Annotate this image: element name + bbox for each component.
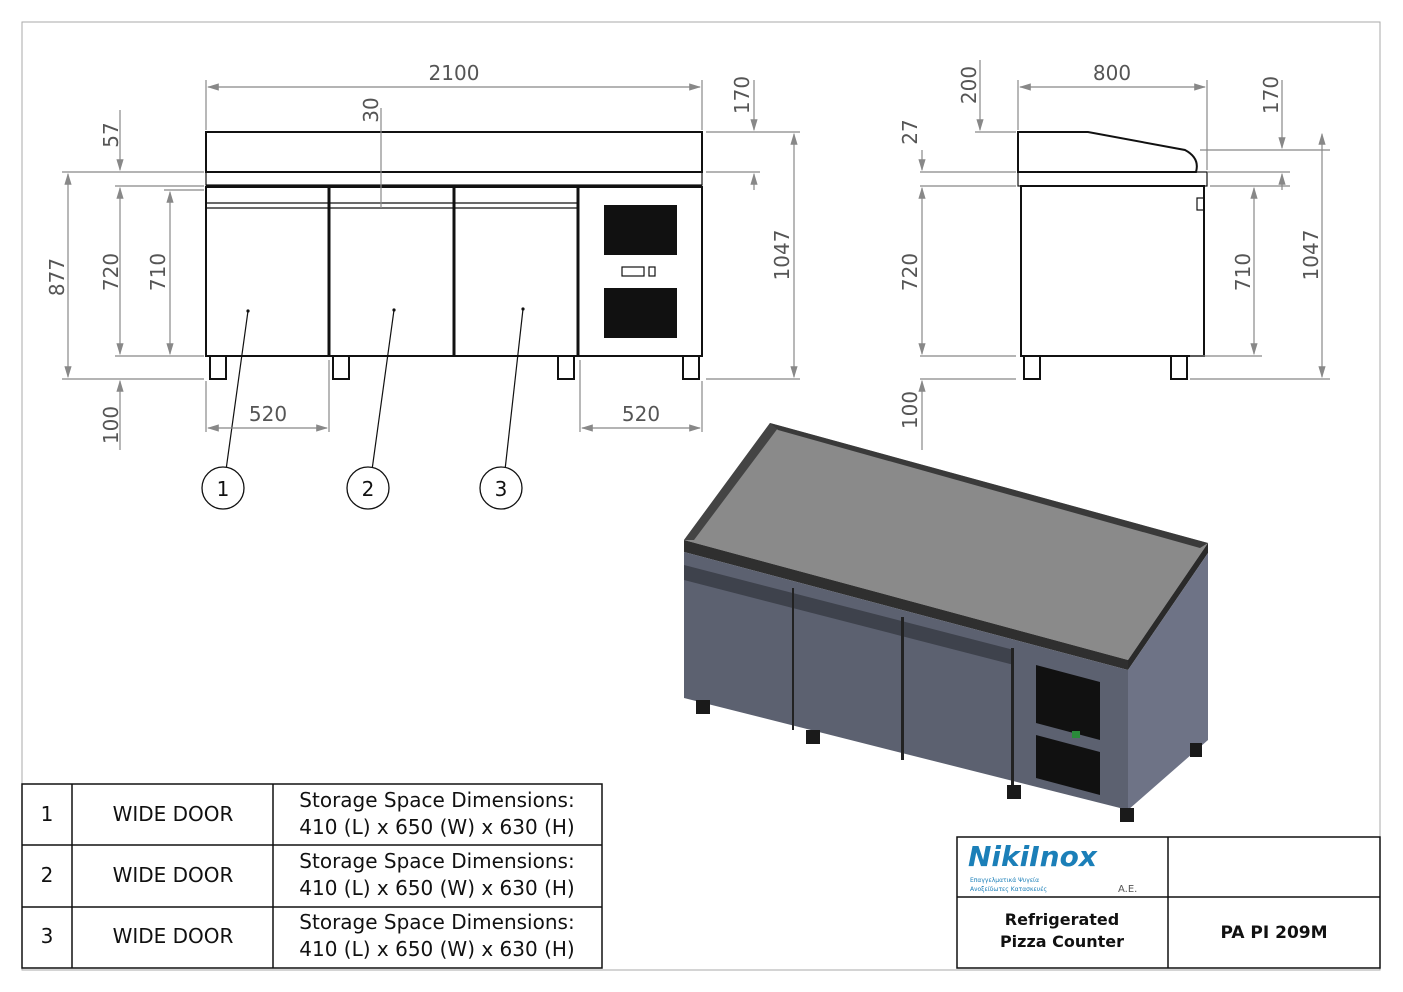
svg-text:410 (L) x 650 (W) x 630 (H): 410 (L) x 650 (W) x 630 (H): [299, 876, 574, 900]
svg-text:3: 3: [41, 924, 54, 948]
table-row: 3 WIDE DOOR Storage Space Dimensions: 41…: [41, 910, 575, 961]
svg-text:Ανοξείδωτες Κατασκευές: Ανοξείδωτες Κατασκευές: [970, 886, 1047, 893]
svg-text:2: 2: [41, 863, 54, 887]
svg-text:Storage Space Dimensions:: Storage Space Dimensions:: [299, 849, 574, 873]
dim-side-height-720: 720: [898, 253, 922, 291]
svg-text:2: 2: [362, 477, 375, 501]
dim-side-170: 170: [1259, 76, 1283, 114]
side-view: 800 200 27 720 100 170 710 1047: [898, 60, 1330, 450]
drawing-frame: [21, 21, 1381, 971]
dim-door-width: 520: [249, 402, 287, 426]
svg-text:WIDE DOOR: WIDE DOOR: [113, 802, 234, 826]
dim-height-877: 877: [45, 258, 69, 296]
title-block: NikiInox Επαγγελματικά Ψυγεία Ανοξείδωτε…: [956, 836, 1381, 969]
power-switch: [648, 266, 656, 277]
callout-3: 3: [479, 466, 523, 510]
dim-upstand-200: 200: [957, 66, 981, 104]
front-view: 1 2 3 2100 30 57 877 720 710 100 520 520…: [45, 61, 800, 510]
svg-text:1: 1: [217, 477, 230, 501]
callout-2: 2: [346, 466, 390, 510]
svg-text:NikiInox: NikiInox: [968, 840, 1098, 873]
vent-grille-top: [604, 205, 677, 255]
dim-height-720: 720: [99, 253, 123, 291]
dim-total-height: 1047: [770, 230, 794, 281]
svg-text:WIDE DOOR: WIDE DOOR: [113, 863, 234, 887]
model-code: PA PI 209M: [1220, 923, 1327, 943]
dim-height-710: 710: [146, 253, 170, 291]
dim-side-legs: 100: [898, 391, 922, 429]
dim-top-gap: 30: [359, 97, 383, 122]
svg-text:3: 3: [495, 477, 508, 501]
company-logo: NikiInox Επαγγελματικά Ψυγεία Ανοξείδωτε…: [968, 840, 1137, 895]
isometric-view: [684, 423, 1208, 822]
svg-text:Storage Space Dimensions:: Storage Space Dimensions:: [299, 910, 574, 934]
dim-total-width: 2100: [429, 61, 480, 85]
dim-side-total-height: 1047: [1299, 230, 1323, 281]
dim-side-height-710: 710: [1231, 253, 1255, 291]
dim-upstand: 57: [99, 122, 123, 147]
vent-grille-bottom: [604, 288, 677, 338]
product-name-line2: Pizza Counter: [1000, 932, 1124, 951]
control-display: [621, 266, 645, 277]
dim-top-27: 27: [898, 119, 922, 144]
dim-legs: 100: [99, 406, 123, 444]
table-row: 2 WIDE DOOR Storage Space Dimensions: 41…: [41, 849, 575, 900]
svg-text:Επαγγελματικά Ψυγεία: Επαγγελματικά Ψυγεία: [970, 877, 1039, 884]
parts-table: 1 WIDE DOOR Storage Space Dimensions: 41…: [21, 783, 603, 969]
callout-1: 1: [201, 466, 245, 510]
dim-depth: 800: [1093, 61, 1131, 85]
table-row: 1 WIDE DOOR Storage Space Dimensions: 41…: [41, 788, 575, 839]
product-name: Refrigerated: [1005, 910, 1119, 929]
svg-text:A.E.: A.E.: [1118, 884, 1137, 895]
dim-motor-width: 520: [622, 402, 660, 426]
dim-right-upstand: 170: [730, 76, 754, 114]
svg-text:410 (L) x 650 (W) x 630 (H): 410 (L) x 650 (W) x 630 (H): [299, 815, 574, 839]
svg-text:WIDE DOOR: WIDE DOOR: [113, 924, 234, 948]
svg-text:410 (L) x 650 (W) x 630 (H): 410 (L) x 650 (W) x 630 (H): [299, 937, 574, 961]
svg-text:1: 1: [41, 802, 54, 826]
svg-text:Storage Space Dimensions:: Storage Space Dimensions:: [299, 788, 574, 812]
